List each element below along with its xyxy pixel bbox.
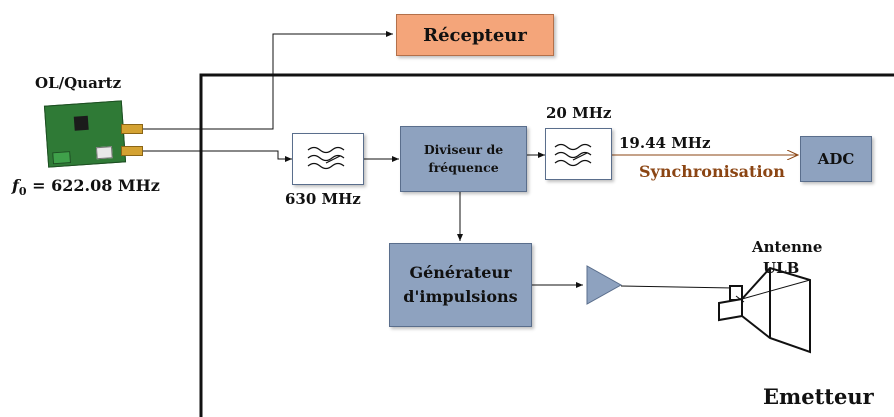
osc-connector-bottom — [121, 146, 143, 156]
receiver-label: Récepteur — [423, 24, 527, 46]
wire-osc-to-receiver — [140, 31, 393, 130]
sync-label: Synchronisation — [639, 162, 785, 181]
amplifier-triangle — [586, 265, 623, 305]
antenna-label-line1: Antenne — [752, 238, 823, 256]
divider-block: Diviseur de fréquence — [400, 126, 527, 192]
oscillator-frequency: f0 = 622.08 MHz — [12, 176, 160, 198]
oscillator-label: OL/Quartz — [35, 74, 122, 92]
adc-block: ADC — [800, 136, 872, 182]
filter-630-label: 630 MHz — [285, 190, 361, 208]
emitter-label: Emetteur — [763, 384, 874, 409]
receiver-block: Récepteur — [396, 14, 554, 56]
oscillator-board — [43, 100, 127, 168]
emitter-frame — [199, 73, 894, 417]
adc-label: ADC — [817, 150, 855, 168]
f0-subscript: 0 — [18, 185, 27, 199]
filter-20-label: 20 MHz — [546, 104, 612, 122]
wire-amp-to-antenna — [620, 285, 734, 289]
oscillator-terminal — [52, 151, 71, 165]
oscillator-chip — [73, 115, 89, 131]
f0-symbol: f — [12, 176, 19, 195]
pulse-generator-label: Générateur d'impulsions — [403, 263, 518, 306]
oscillator-can — [95, 146, 113, 160]
antenna-label-line2: ULB — [763, 259, 800, 277]
filter20-wave-icon — [554, 143, 592, 167]
divider-label: Diviseur de fréquence — [423, 142, 504, 175]
osc-connector-top — [121, 124, 143, 134]
signal-1944-label: 19.44 MHz — [619, 134, 711, 152]
f0-value: = 622.08 MHz — [32, 176, 160, 195]
filter-630-block — [292, 133, 364, 185]
filter-20-block — [545, 128, 612, 180]
wire-osc-to-filter630 — [140, 150, 292, 162]
antenna-horn-icon — [718, 266, 811, 354]
filter630-wave-icon — [307, 146, 345, 170]
pulse-generator-block: Générateur d'impulsions — [389, 243, 532, 327]
